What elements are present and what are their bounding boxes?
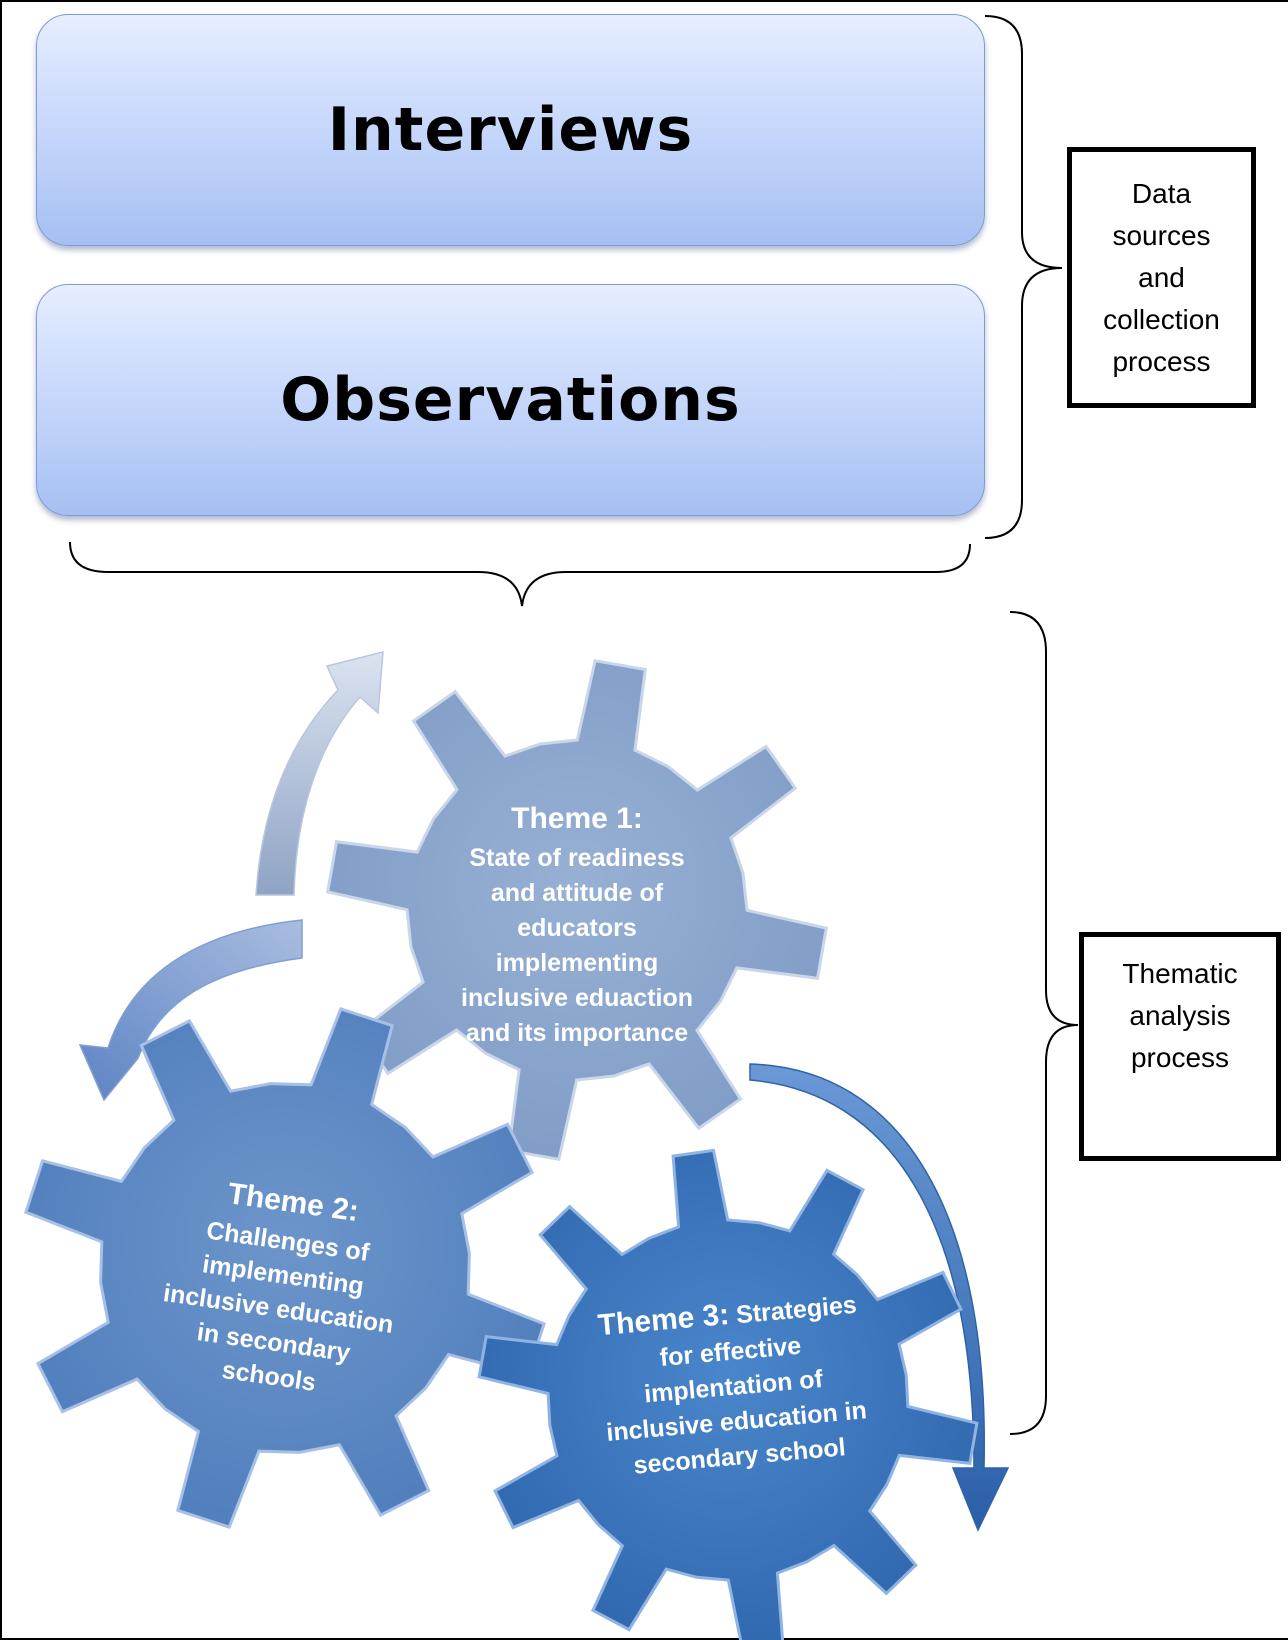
sources-right-brace: [984, 15, 1063, 539]
thematic-label-line-3: process: [1130, 1042, 1230, 1073]
theme-1-line-3: educators: [517, 914, 636, 942]
theme-1-line-6: and its importance: [466, 1019, 688, 1047]
thematic-analysis-label-box: Thematic analysis process: [1079, 932, 1281, 1161]
theme-1-heading: Theme 1:: [511, 802, 643, 835]
data-sources-label-line-3: and: [1138, 261, 1185, 293]
interviews-label: Interviews: [327, 95, 694, 165]
thematic-label-line-1: Thematic: [1122, 958, 1238, 989]
sources-bottom-brace: [69, 541, 971, 607]
data-sources-label-line-2: sources: [1112, 219, 1211, 251]
theme-1-line-1: State of readiness: [469, 844, 684, 872]
gear-theme-2: [24, 1007, 546, 1529]
theme-1-text: Theme 1: State of readiness and attitude…: [461, 802, 693, 1047]
theme-1-line-4: implementing: [496, 949, 659, 977]
data-sources-label-box: Data sources and collection process: [1067, 147, 1256, 408]
data-sources-label-line-1: Data: [1131, 177, 1192, 209]
theme-1-line-2: and attitude of: [491, 879, 664, 907]
gear-theme-1: [325, 658, 829, 1162]
cycle-arrow-left: [78, 919, 303, 1102]
data-sources-label-line-4: collection: [1103, 303, 1220, 335]
observations-box: Observations: [36, 284, 985, 516]
interviews-box: Interviews: [36, 14, 985, 246]
data-sources-label-line-5: process: [1112, 345, 1211, 377]
thematic-label-line-2: analysis: [1129, 1000, 1231, 1031]
cycle-arrow-top: [255, 651, 384, 896]
thematic-right-brace: [1009, 611, 1079, 1435]
cycle-arrow-right: [749, 1063, 1010, 1532]
observations-label: Observations: [280, 365, 741, 435]
theme-1-line-5: inclusive eduaction: [461, 984, 693, 1012]
gear-theme-3: [477, 1148, 979, 1640]
